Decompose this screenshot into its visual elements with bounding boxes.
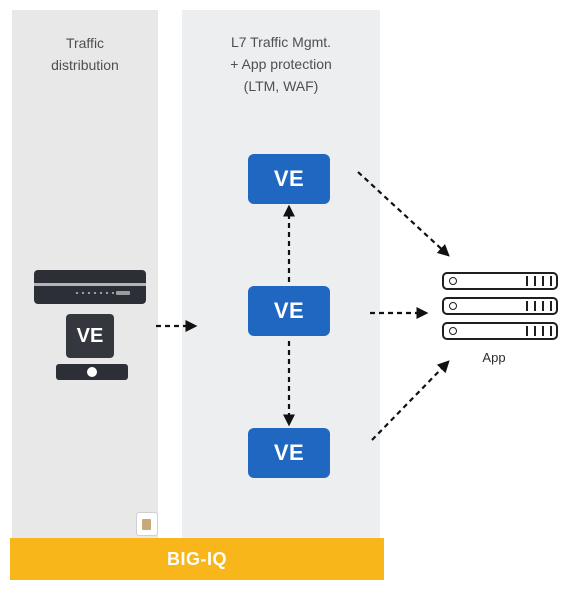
hardware-band <box>34 283 146 286</box>
arrow-ve-bottom-to-app <box>371 360 450 441</box>
ve-node-middle: VE <box>248 286 330 336</box>
server-light <box>449 327 457 335</box>
server-light <box>449 302 457 310</box>
management-title-line-2: + App protection <box>230 56 332 72</box>
management-title-line-3: (LTM, WAF) <box>243 78 319 94</box>
bigiq-box-icon <box>136 512 158 536</box>
management-title-line-1: L7 Traffic Mgmt. <box>230 34 332 50</box>
server-rack-icon <box>442 322 558 340</box>
hardware-leds <box>74 292 114 294</box>
server-bays <box>526 326 552 336</box>
app-label: App <box>482 350 506 365</box>
ve-node-bottom: VE <box>248 428 330 478</box>
server-rack-icon <box>442 297 558 315</box>
hardware-slot <box>116 291 130 295</box>
server-rack-icon <box>442 272 558 290</box>
traffic-management-panel: L7 Traffic Mgmt. + App protection (LTM, … <box>182 10 380 538</box>
server-bays <box>526 276 552 286</box>
server-bays <box>526 301 552 311</box>
hardware-appliance-icon <box>34 270 146 304</box>
traffic-title-line-2: distribution <box>51 57 119 73</box>
traffic-management-title: L7 Traffic Mgmt. + App protection (LTM, … <box>182 31 380 97</box>
server-light <box>449 277 457 285</box>
bigiq-bar: BIG-IQ <box>10 538 384 580</box>
stand-dot <box>87 367 97 377</box>
ve-stand-icon <box>56 364 128 380</box>
traffic-distribution-title: Traffic distribution <box>12 32 158 76</box>
ve-node-top: VE <box>248 154 330 204</box>
traffic-title-line-1: Traffic <box>65 35 105 51</box>
ve-software-node: VE <box>66 314 114 358</box>
